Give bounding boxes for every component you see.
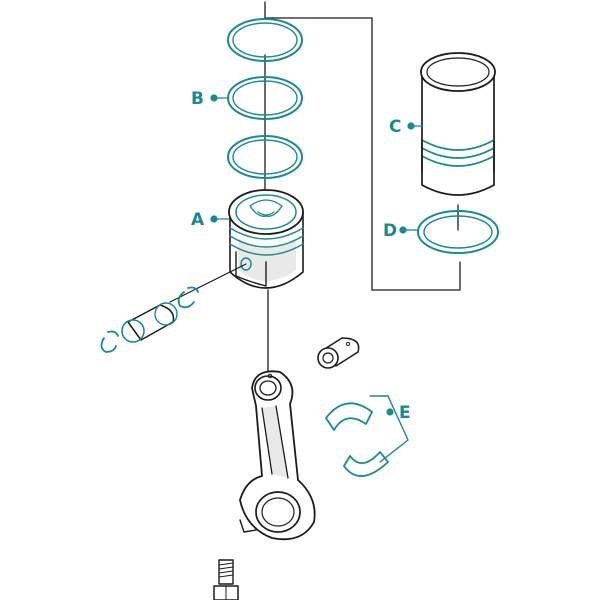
piston-pin-icon [100,263,247,353]
liner-seal-ring-icon [417,210,499,254]
cylinder-liner-icon [420,52,496,196]
label-b: B [191,89,204,109]
piston-ring-top [227,18,303,62]
piston-ring-icon [227,18,303,179]
bearing-shell-icon [325,395,409,477]
label-markers [210,94,423,416]
label-d: D [383,221,397,241]
piston-icon [228,189,304,289]
label-c: C [389,117,401,137]
connecting-rod-icon [239,370,316,541]
label-a: A [191,210,205,230]
piston-ring-bottom [227,135,303,179]
bolt-icon [213,559,239,600]
small-end-bush [317,337,360,369]
leader-lines [264,1,461,373]
label-e: E [399,403,411,423]
